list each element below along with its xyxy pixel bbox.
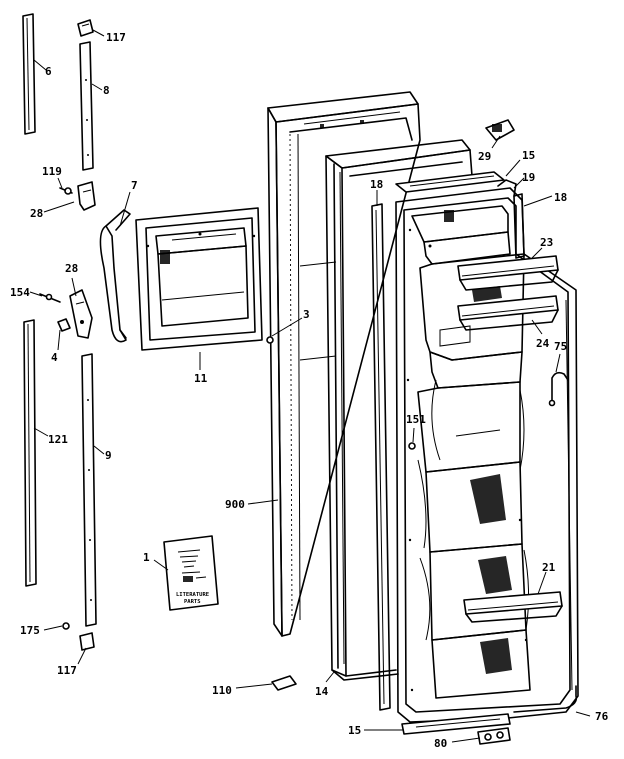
callout-23: 23: [540, 236, 553, 249]
callout-7: 7: [131, 179, 138, 192]
part-14-door-gasket: [325, 139, 473, 681]
callout-11: 11: [194, 372, 208, 385]
part-11-door-panel: [135, 207, 263, 351]
part-29-bracket: [485, 119, 515, 141]
callout-117-top: 117: [106, 31, 126, 44]
part-18-door-strip-left: [371, 203, 391, 711]
callout-18-left: 18: [370, 178, 383, 191]
literature-title: LITERATURE: [176, 592, 209, 598]
part-4-clip: [57, 318, 71, 332]
part-21-shelf-bar: [463, 591, 563, 623]
part-900-outer-door: [266, 91, 421, 637]
callout-28-upper: 28: [30, 207, 43, 220]
door-inner-liner: [395, 187, 579, 723]
part-28-hinge-upper: [77, 181, 96, 211]
callout-8: 8: [103, 84, 110, 97]
literature-subtitle: PARTS: [184, 599, 201, 605]
callout-19: 19: [522, 171, 535, 184]
callout-28-lower: 28: [65, 262, 78, 275]
part-8-hinge-strip: [79, 41, 94, 171]
part-154-screw: [39, 293, 61, 303]
callout-14: 14: [315, 685, 329, 698]
callout-3: 3: [303, 308, 310, 321]
part-15-cap-bottom: [401, 713, 511, 735]
callout-4: 4: [51, 351, 58, 364]
part-6-trim-strip: [22, 13, 36, 135]
callout-121: 121: [48, 433, 68, 446]
callout-9: 9: [105, 449, 112, 462]
callout-18-right: 18: [554, 191, 567, 204]
callout-119: 119: [42, 165, 62, 178]
part-15-cap-top: [395, 171, 505, 193]
callout-110: 110: [212, 684, 232, 697]
part-151-screw: [408, 442, 416, 450]
callout-labels: 117 6 8 7 119 28 28 154 4 121 9 1 175 11…: [10, 31, 609, 750]
part-1-literature-booklet: LITERATURE PARTS: [163, 535, 219, 611]
part-76-wire: [513, 685, 578, 713]
callout-76: 76: [595, 710, 609, 723]
callout-80: 80: [434, 737, 447, 750]
callout-29: 29: [478, 150, 491, 163]
part-119-screw: [59, 187, 73, 195]
part-28-hinge-lower: [69, 289, 93, 339]
part-110-door-stop: [271, 675, 297, 691]
callout-117-bottom: 117: [57, 664, 77, 677]
part-175-screw: [62, 622, 70, 630]
part-121-trim-strip: [23, 319, 37, 587]
callout-75: 75: [554, 340, 567, 353]
part-80-hinge-bushing: [477, 727, 511, 745]
callout-175: 175: [20, 624, 40, 637]
callout-154: 154: [10, 286, 30, 299]
part-9-hinge-strip: [81, 353, 97, 627]
part-7-door-handle: [99, 209, 131, 343]
part-19-hinge-clip: [497, 179, 517, 197]
leader-lines: [29, 29, 591, 743]
part-117-bracket-top: [77, 19, 94, 37]
callout-21: 21: [542, 561, 556, 574]
part-24-shelf-bar: [457, 295, 559, 331]
callout-1: 1: [143, 551, 150, 564]
callout-15-bottom: 15: [348, 724, 361, 737]
part-75-wire: [548, 371, 569, 407]
callout-6: 6: [45, 65, 52, 78]
callout-24: 24: [536, 337, 550, 350]
callout-900: 900: [225, 498, 245, 511]
callout-15-top: 15: [522, 149, 535, 162]
part-3-screw: [266, 336, 274, 344]
part-23-shelf-bar: [457, 255, 559, 291]
callout-151: 151: [406, 413, 426, 426]
part-117-bracket-bottom: [79, 632, 95, 651]
